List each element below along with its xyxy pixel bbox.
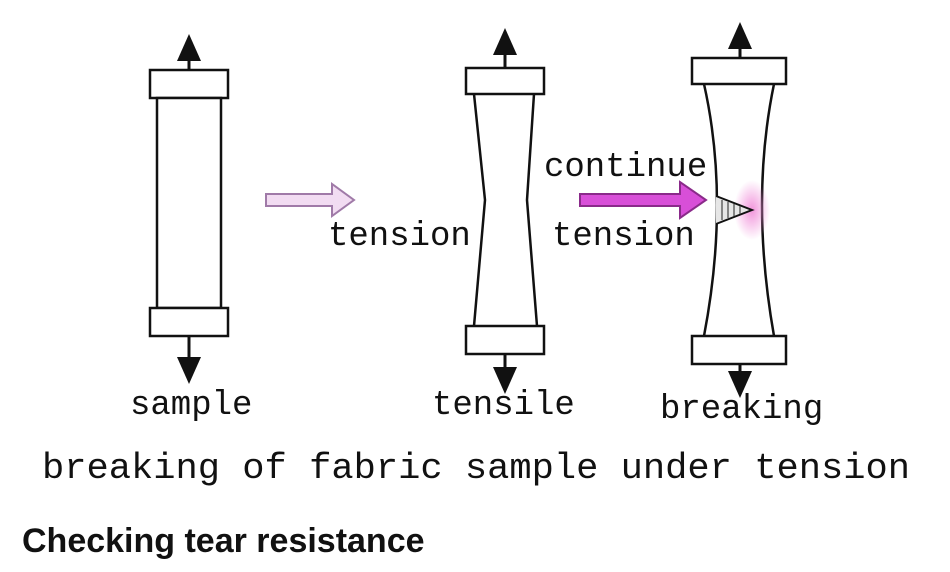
tear-hatching [721, 200, 741, 220]
page-caption: Checking tear resistance [22, 522, 425, 560]
figure-caption: breaking of fabric sample under tension [42, 448, 910, 489]
breaking-specimen [690, 22, 788, 398]
bottom-clamp [464, 324, 546, 356]
label-breaking: breaking [660, 391, 823, 429]
label-sample: sample [130, 387, 252, 425]
label-continue: continue [544, 149, 707, 187]
fabric-strip [155, 96, 223, 310]
label-tension: tension [328, 218, 471, 256]
sample-specimen [148, 34, 230, 384]
right-arrow-icon [579, 180, 708, 220]
right-arrow-icon [265, 182, 356, 218]
top-clamp [464, 66, 546, 96]
bottom-clamp [148, 306, 230, 338]
bottom-clamp [690, 334, 788, 366]
label-tension-2: tension [552, 218, 695, 256]
fabric-strip-necked [472, 93, 539, 327]
top-clamp [148, 68, 230, 100]
top-clamp [690, 56, 788, 86]
tensile-specimen [464, 28, 546, 394]
label-tensile: tensile [432, 387, 575, 425]
